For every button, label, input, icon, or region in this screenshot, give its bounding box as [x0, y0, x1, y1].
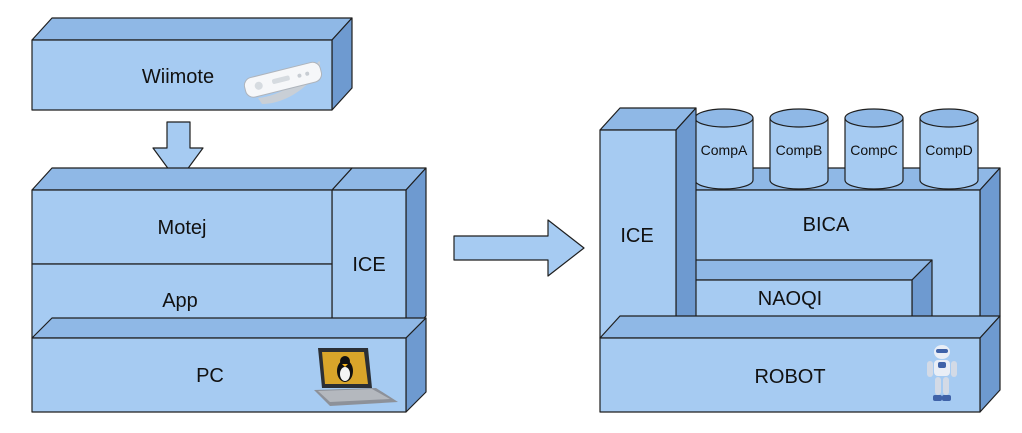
component-label: CompB [776, 142, 823, 158]
component-label: CompC [850, 142, 897, 158]
nao-robot-icon [927, 345, 957, 401]
cylinder-body [694, 117, 754, 190]
bica-label: BICA [803, 214, 850, 236]
component-label: CompA [701, 142, 748, 158]
component-label: CompD [925, 142, 972, 158]
motej-label: Motej [158, 217, 207, 239]
right-arrow [453, 219, 585, 277]
laptop-linux-icon [314, 348, 398, 406]
motej-block: Motej [31, 167, 353, 265]
component-cylinder-compb: CompB [769, 108, 829, 190]
ice-right-label: ICE [620, 225, 653, 247]
pc-block: PC [31, 317, 427, 413]
cylinder-body [919, 117, 979, 190]
cylinder-cap [769, 108, 829, 128]
wiimote-icon [243, 61, 323, 104]
cylinder-body [769, 117, 829, 190]
cylinder-cap [844, 108, 904, 128]
app-label: App [162, 290, 198, 312]
wiimote-label: Wiimote [142, 66, 214, 88]
robot-block: ROBOT [599, 315, 1001, 413]
ice-right-block: ICE [599, 107, 697, 339]
naoqi-label: NAOQI [758, 288, 822, 310]
down-arrow [152, 121, 204, 183]
cylinder-cap [919, 108, 979, 128]
wiimote-block: Wiimote [31, 17, 353, 111]
component-cylinder-compc: CompC [844, 108, 904, 190]
component-cylinder-compd: CompD [919, 108, 979, 190]
cylinder-body [844, 117, 904, 190]
pc-label: PC [196, 365, 224, 387]
ice-left-label: ICE [352, 254, 385, 276]
component-list: CompA CompB CompC CompD [694, 108, 979, 190]
ice-left-block: ICE [331, 167, 427, 339]
component-cylinder-compa: CompA [694, 108, 754, 190]
robot-label: ROBOT [754, 366, 825, 388]
cylinder-cap [694, 108, 754, 128]
